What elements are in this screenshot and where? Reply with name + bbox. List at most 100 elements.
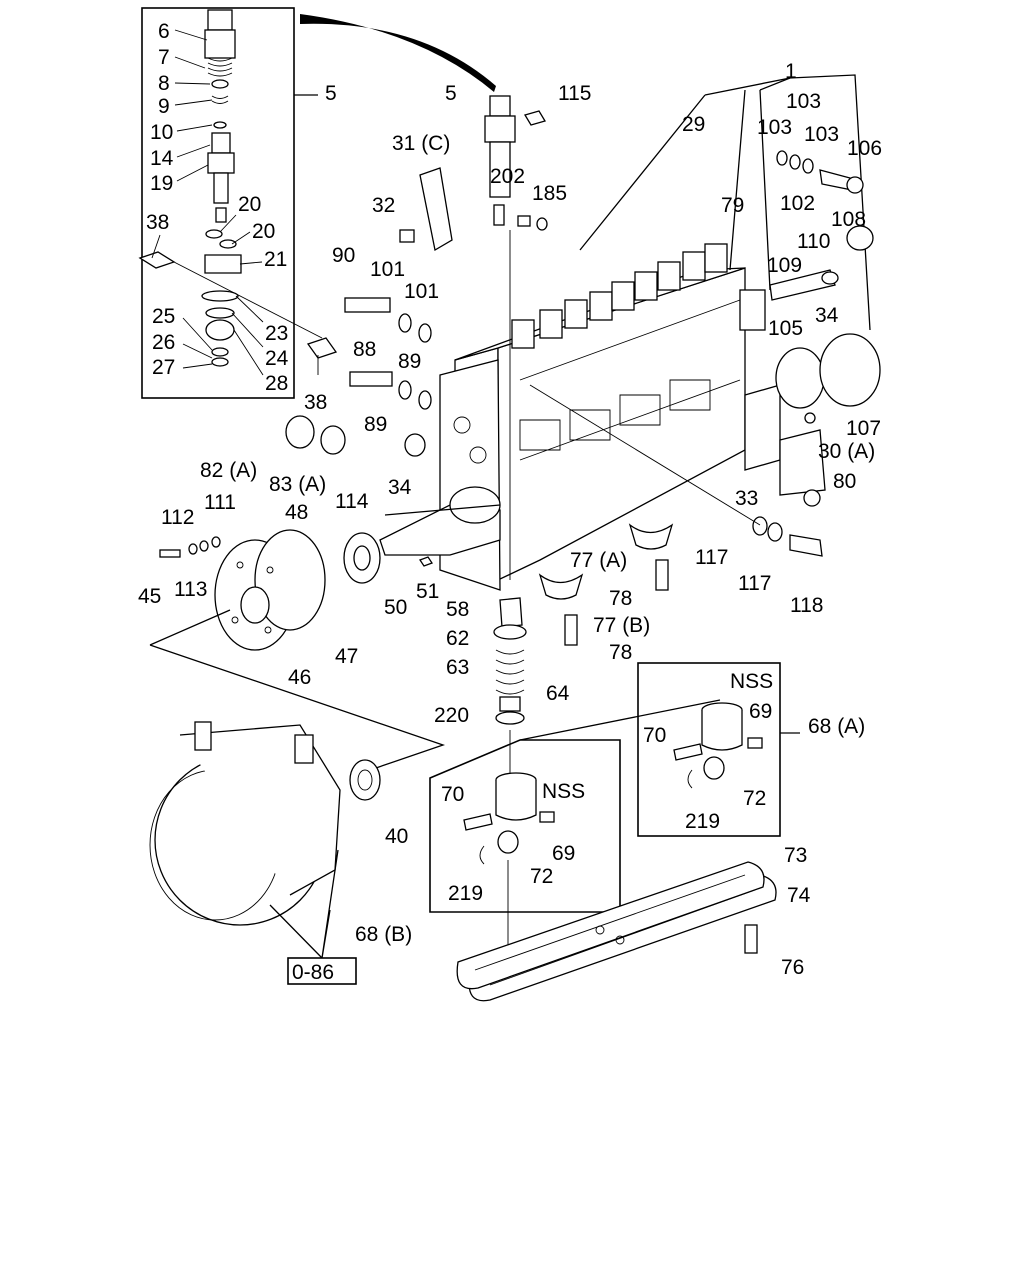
- injector-detail-box: [138, 7, 338, 399]
- callout-50: 50: [384, 596, 407, 619]
- callout-38-top: 38: [146, 211, 169, 234]
- callout-103-a: 103: [786, 90, 821, 113]
- callout-70-a: 70: [643, 724, 666, 747]
- callout-64: 64: [546, 682, 570, 705]
- callout-34-left: 34: [388, 476, 412, 499]
- callout-89-a: 89: [398, 350, 421, 373]
- callout-103-c: 103: [804, 123, 839, 146]
- delivery-valve-holder: [484, 95, 548, 231]
- callout-23: 23: [265, 322, 288, 345]
- callout-111: 111: [204, 491, 236, 514]
- group-leaders-1: [579, 77, 791, 291]
- callout-51: 51: [416, 580, 439, 603]
- callout-76: 76: [781, 956, 804, 979]
- callout-78-a: 78: [609, 587, 632, 610]
- callout-73: 73: [784, 844, 807, 867]
- callout-88: 88: [353, 338, 376, 361]
- callout-117-b: 117: [738, 572, 771, 595]
- bottom-cover-gasket: [456, 861, 777, 1002]
- callout-20-a: 20: [238, 193, 261, 216]
- callout-77a: 77 (A): [570, 549, 627, 572]
- callout-102: 102: [780, 192, 815, 215]
- callout-77b: 77 (B): [593, 614, 650, 637]
- part-callouts: 1 5 5 6 7 8 9 10 14 19 20 20 21 23 24 25…: [138, 20, 882, 984]
- callout-25: 25: [152, 305, 175, 328]
- callout-19: 19: [150, 172, 173, 195]
- callout-14: 14: [150, 147, 174, 170]
- callout-70-b: 70: [441, 783, 464, 806]
- callout-219-b: 219: [448, 882, 483, 905]
- callout-27: 27: [152, 356, 175, 379]
- callout-220: 220: [434, 704, 469, 727]
- callout-118: 118: [790, 594, 823, 617]
- callout-38-bottom: 38: [304, 391, 327, 414]
- callout-48: 48: [285, 501, 308, 524]
- callout-68b: 68 (B): [355, 923, 412, 946]
- callout-nss-b: NSS: [542, 780, 585, 803]
- callout-31c: 31 (C): [392, 132, 450, 155]
- callout-46: 46: [288, 666, 311, 689]
- pump-body: [379, 243, 781, 591]
- callout-68a: 68 (A): [808, 715, 865, 738]
- roller-tappet-box-a: [637, 662, 800, 837]
- callout-105: 105: [768, 317, 803, 340]
- callout-185: 185: [532, 182, 567, 205]
- timer-housing: [149, 721, 381, 985]
- callout-115: 115: [558, 82, 591, 105]
- callout-101-b: 101: [404, 280, 439, 303]
- callout-21: 21: [264, 248, 287, 271]
- delivery-valve-row: [511, 243, 728, 349]
- callout-34-right: 34: [815, 304, 839, 327]
- callout-6: 6: [158, 20, 170, 43]
- callout-90: 90: [332, 244, 355, 267]
- callout-8: 8: [158, 72, 170, 95]
- callout-82a: 82 (A): [200, 459, 257, 482]
- group-bracket-1: [704, 74, 871, 331]
- curved-arrow: [300, 14, 496, 92]
- callout-20-b: 20: [252, 220, 275, 243]
- callout-101-a: 101: [370, 258, 405, 281]
- callout-47: 47: [335, 645, 358, 668]
- callout-106: 106: [847, 137, 882, 160]
- callout-89-b: 89: [364, 413, 387, 436]
- callout-110: 110: [797, 230, 830, 253]
- callout-5: 5: [445, 82, 457, 105]
- callout-63: 63: [446, 656, 469, 679]
- callout-58: 58: [446, 598, 469, 621]
- roller-tappet-box-b: [429, 699, 721, 913]
- callout-103-b: 103: [757, 116, 792, 139]
- callout-202: 202: [490, 165, 525, 188]
- right-parts: [529, 150, 881, 557]
- callout-117-a: 117: [695, 546, 728, 569]
- callout-219-a: 219: [685, 810, 720, 833]
- callout-108: 108: [831, 208, 866, 231]
- callout-9: 9: [158, 95, 170, 118]
- callout-26: 26: [152, 331, 175, 354]
- left-upper-parts: [285, 167, 453, 457]
- callout-78-b: 78: [609, 641, 632, 664]
- callout-109: 109: [767, 254, 802, 277]
- callout-74: 74: [787, 884, 811, 907]
- callout-5-box: 5: [325, 82, 337, 105]
- callout-10: 10: [150, 121, 173, 144]
- reference-lines: [149, 504, 501, 771]
- callout-72-b: 72: [530, 865, 553, 888]
- callout-30a: 30 (A): [818, 440, 875, 463]
- callout-107: 107: [846, 417, 881, 440]
- callout-28: 28: [265, 372, 288, 395]
- callout-113: 113: [174, 578, 207, 601]
- callout-114: 114: [335, 490, 369, 513]
- drive-coupling: [159, 529, 433, 651]
- callout-72-a: 72: [743, 787, 766, 810]
- callout-45: 45: [138, 585, 161, 608]
- callout-40: 40: [385, 825, 408, 848]
- callout-33: 33: [735, 487, 758, 510]
- callout-32: 32: [372, 194, 395, 217]
- callout-62: 62: [446, 627, 469, 650]
- callout-69-a: 69: [749, 700, 772, 723]
- callout-7: 7: [158, 46, 170, 69]
- callout-83a: 83 (A): [269, 473, 326, 496]
- callout-24: 24: [265, 347, 289, 370]
